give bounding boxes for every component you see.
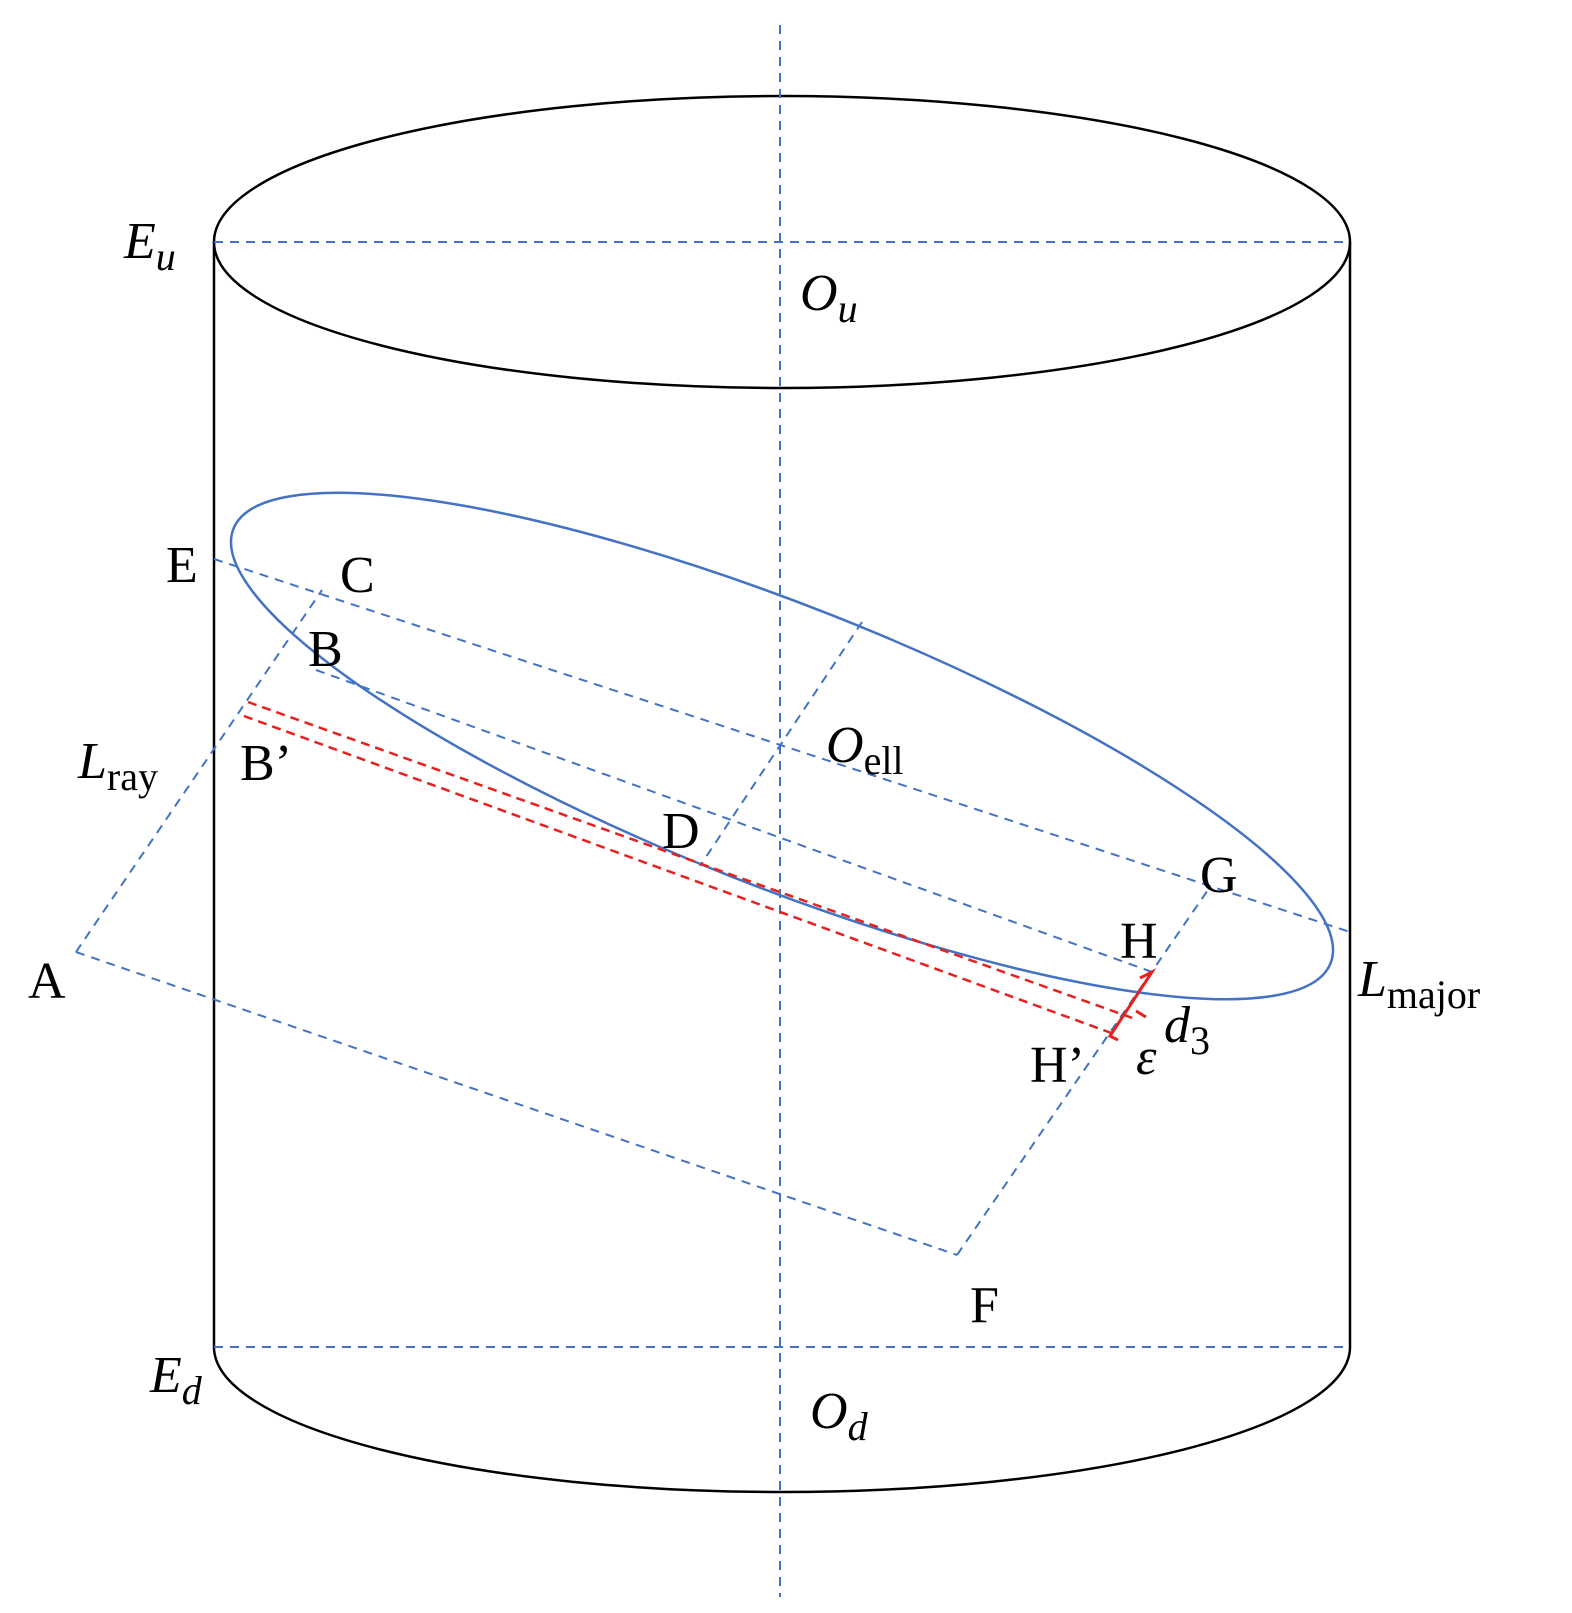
label-o-ell: Oell	[826, 717, 904, 783]
label-od: Od	[810, 1383, 869, 1449]
rect-line-a-c	[75, 589, 323, 953]
red-offset-line-2	[243, 714, 1115, 1036]
label-l-ray: Lray	[77, 733, 158, 799]
label-d: D	[662, 803, 700, 860]
label-c: C	[340, 547, 375, 604]
label-f: F	[970, 1277, 999, 1334]
label-epsilon: ε	[1136, 1029, 1157, 1086]
label-h-prime: H’	[1030, 1037, 1085, 1094]
label-g: G	[1200, 847, 1238, 904]
d3-marker	[1107, 968, 1157, 1042]
label-a: A	[28, 953, 66, 1010]
tilted-ellipse	[229, 491, 1335, 1001]
label-e: E	[166, 537, 198, 594]
label-d3: d3	[1164, 997, 1210, 1063]
minor-axis-line	[699, 621, 863, 867]
label-eu: Eu	[123, 213, 176, 279]
major-axis-line	[213, 558, 1351, 933]
label-ou: Ou	[800, 265, 858, 331]
chord-b-h-line	[315, 669, 1153, 973]
label-h: H	[1120, 913, 1158, 970]
label-ed: Ed	[149, 1347, 203, 1413]
label-l-major: Lmajor	[1357, 951, 1480, 1017]
rect-line-a-f	[75, 951, 958, 1256]
rect-line-f-g	[956, 886, 1211, 1256]
label-b-prime: B’	[240, 735, 292, 792]
red-offset-line-1	[247, 700, 1139, 1022]
cylinder-bottom-arc	[212, 1346, 1352, 1494]
label-b: B	[308, 621, 343, 678]
epsilon-marker	[1135, 1009, 1147, 1019]
